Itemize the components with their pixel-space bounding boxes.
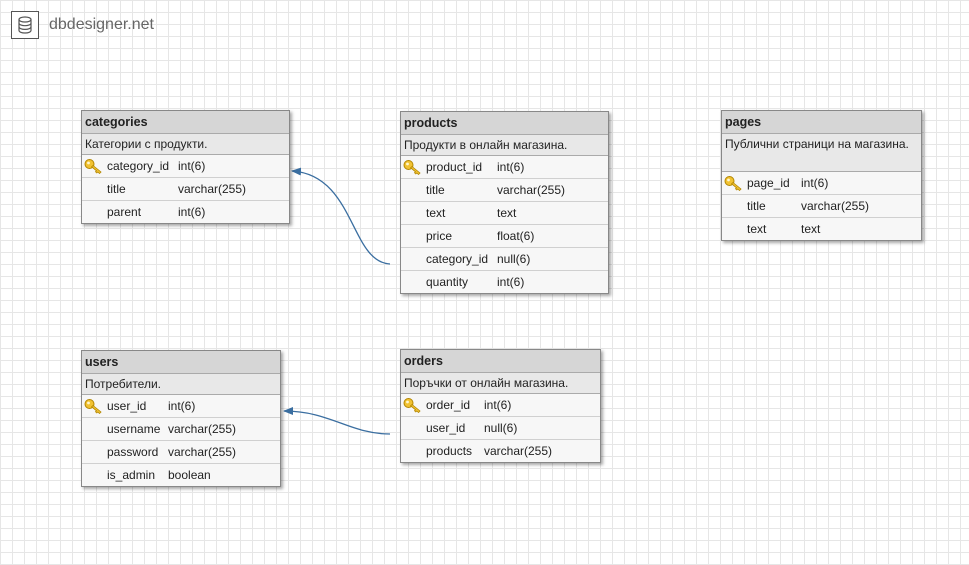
field-row[interactable]: parent int(6) xyxy=(82,201,289,223)
primary-key-icon xyxy=(403,159,421,176)
field-name: quantity xyxy=(426,275,469,289)
field-name: text xyxy=(747,222,767,236)
app-logo[interactable]: dbdesigner.net xyxy=(11,11,154,39)
field-type: int(6) xyxy=(178,205,206,219)
primary-key-icon xyxy=(724,175,742,192)
field-row[interactable]: user_id null(6) xyxy=(401,417,600,440)
field-row[interactable]: user_id int(6) xyxy=(82,395,280,418)
field-type: int(6) xyxy=(178,159,206,173)
field-row[interactable]: text text xyxy=(401,202,608,225)
field-row[interactable]: category_id null(6) xyxy=(401,248,608,271)
primary-key-icon xyxy=(84,158,102,175)
field-row[interactable]: page_id int(6) xyxy=(722,172,921,195)
field-row[interactable]: is_admin boolean xyxy=(82,464,280,486)
field-type: boolean xyxy=(168,468,211,482)
field-name: price xyxy=(426,229,453,243)
field-type: int(6) xyxy=(484,398,512,412)
field-row[interactable]: product_id int(6) xyxy=(401,156,608,179)
table-comment: Потребители. xyxy=(82,374,280,395)
field-row[interactable]: order_id int(6) xyxy=(401,394,600,417)
field-name: title xyxy=(107,182,126,196)
table-title[interactable]: pages xyxy=(722,111,921,134)
link-products-categories[interactable] xyxy=(291,167,391,265)
link-orders-users[interactable] xyxy=(283,407,391,435)
table-title[interactable]: orders xyxy=(401,350,600,373)
field-name: product_id xyxy=(426,160,483,174)
field-type: varchar(255) xyxy=(168,422,237,436)
field-name: category_id xyxy=(426,252,489,266)
field-type: float(6) xyxy=(497,229,535,243)
field-row[interactable]: title varchar(255) xyxy=(401,179,608,202)
field-type: null(6) xyxy=(497,252,531,266)
primary-key-icon xyxy=(84,398,102,415)
field-row[interactable]: username varchar(255) xyxy=(82,418,280,441)
table-comment: Публични страници на магазина. xyxy=(722,134,921,172)
field-name: user_id xyxy=(426,421,466,435)
field-type: varchar(255) xyxy=(497,183,566,197)
field-name: username xyxy=(107,422,161,436)
field-type: varchar(255) xyxy=(178,182,247,196)
field-type: text xyxy=(801,222,821,236)
field-name: is_admin xyxy=(107,468,156,482)
field-type: text xyxy=(497,206,517,220)
field-name: category_id xyxy=(107,159,170,173)
field-type: int(6) xyxy=(168,399,196,413)
field-name: order_id xyxy=(426,398,471,412)
field-row[interactable]: products varchar(255) xyxy=(401,440,600,462)
field-name: password xyxy=(107,445,159,459)
field-name: title xyxy=(426,183,445,197)
field-row[interactable]: title varchar(255) xyxy=(82,178,289,201)
table-comment: Поръчки от онлайн магазина. xyxy=(401,373,600,394)
table-comment: Продукти в онлайн магазина. xyxy=(401,135,608,156)
field-row[interactable]: price float(6) xyxy=(401,225,608,248)
field-type: null(6) xyxy=(484,421,518,435)
field-type: int(6) xyxy=(801,176,829,190)
app-title: dbdesigner.net xyxy=(49,16,154,33)
field-row[interactable]: title varchar(255) xyxy=(722,195,921,218)
field-name: user_id xyxy=(107,399,147,413)
field-type: int(6) xyxy=(497,275,525,289)
field-type: varchar(255) xyxy=(801,199,870,213)
table-title[interactable]: products xyxy=(401,112,608,135)
table-comment: Категории с продукти. xyxy=(82,134,289,155)
field-type: varchar(255) xyxy=(484,444,553,458)
table-title[interactable]: users xyxy=(82,351,280,374)
field-type: varchar(255) xyxy=(168,445,237,459)
field-name: parent xyxy=(107,205,142,219)
field-row[interactable]: quantity int(6) xyxy=(401,271,608,293)
field-row[interactable]: password varchar(255) xyxy=(82,441,280,464)
field-name: products xyxy=(426,444,473,458)
database-icon xyxy=(11,11,39,39)
field-name: title xyxy=(747,199,766,213)
field-name: text xyxy=(426,206,446,220)
field-name: page_id xyxy=(747,176,790,190)
field-row[interactable]: category_id int(6) xyxy=(82,155,289,178)
field-row[interactable]: text text xyxy=(722,218,921,240)
field-type: int(6) xyxy=(497,160,525,174)
primary-key-icon xyxy=(403,397,421,414)
table-title[interactable]: categories xyxy=(82,111,289,134)
